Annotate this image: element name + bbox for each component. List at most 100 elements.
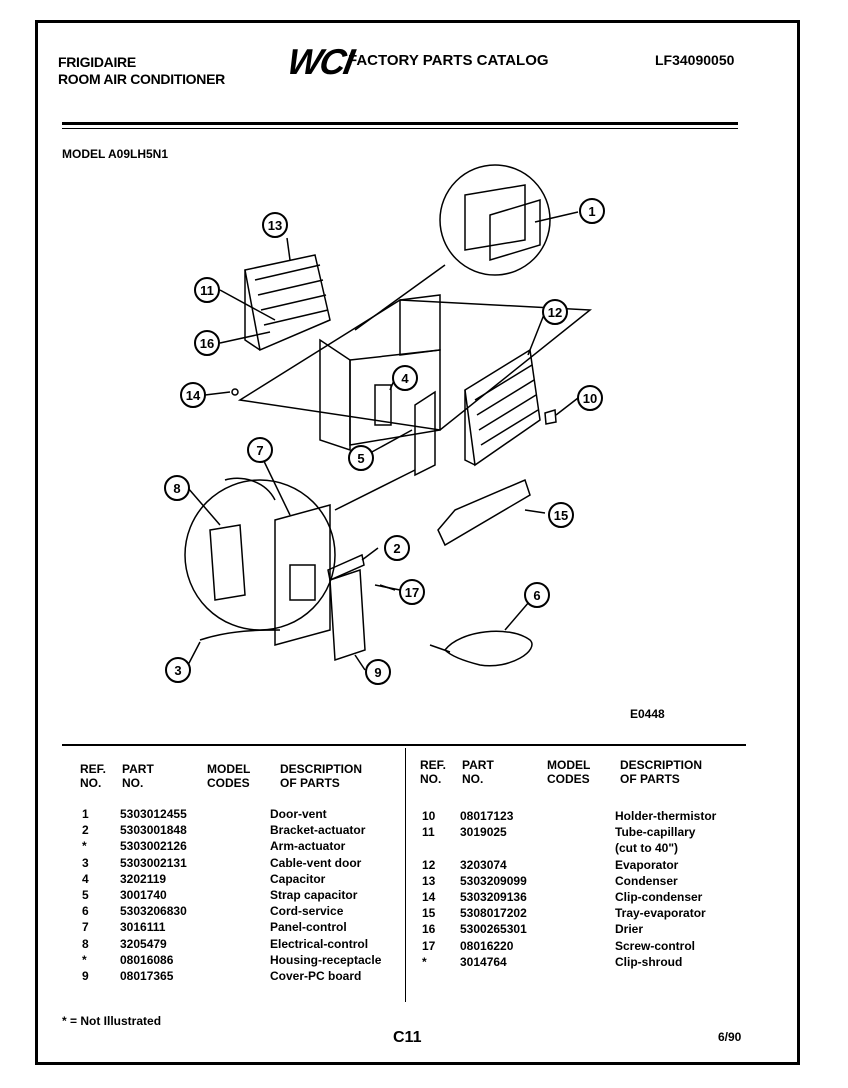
- brand-name: FRIGIDAIRE: [58, 54, 136, 70]
- callout-2: 2: [384, 535, 410, 561]
- header-rule-thick: [62, 122, 738, 125]
- condenser: [244, 254, 331, 352]
- header-ref-left: REF. NO.: [80, 762, 107, 790]
- electrical-control: [209, 524, 246, 601]
- header-part-right: PART NO.: [462, 758, 494, 786]
- cell-desc: Tube-capillary: [615, 825, 696, 840]
- cell-desc: Cover-PC board: [270, 969, 362, 983]
- page-number: C11: [393, 1029, 422, 1046]
- cell-part: 5303209099: [460, 873, 527, 888]
- chassis-rear: [399, 294, 441, 356]
- cell-desc: Capacitor: [270, 871, 326, 886]
- diagram-code: E0448: [630, 707, 665, 721]
- cell-ref: 14: [422, 890, 436, 904]
- header-model-left: MODEL CODES: [207, 762, 251, 790]
- cell-part: 5303002131: [120, 855, 187, 870]
- callout-12: 12: [542, 299, 568, 325]
- svg-text:3: 3: [174, 663, 181, 678]
- callout-4: 4: [392, 365, 418, 391]
- cell-ref: 6: [82, 904, 89, 919]
- cell-part: 08016220: [460, 938, 514, 953]
- evaporator-tray: [437, 478, 531, 547]
- cell-desc: Holder-thermistor: [615, 809, 717, 823]
- brand-block: FRIGIDAIRE ROOM AIR CONDITIONER: [58, 54, 225, 88]
- cell-ref: 1: [82, 807, 89, 821]
- header-rule-thin: [62, 128, 738, 129]
- callout-5: 5: [348, 445, 374, 471]
- cell-ref: 12: [422, 857, 436, 872]
- cell-part: 08017123: [460, 809, 514, 823]
- svg-text:9: 9: [374, 665, 381, 680]
- document-number: LF34090050: [655, 52, 735, 68]
- cell-part: 3001740: [120, 888, 167, 902]
- cell-part: 5303209136: [460, 890, 527, 904]
- table-divider: [405, 748, 406, 1002]
- control-panel-inset: [184, 479, 336, 631]
- cell-ref: 15: [422, 906, 436, 921]
- svg-text:12: 12: [548, 305, 562, 320]
- svg-text:1: 1: [588, 204, 595, 219]
- cell-part: 3205479: [120, 936, 167, 951]
- svg-text:16: 16: [200, 336, 214, 351]
- evaporator: [464, 348, 541, 467]
- footnote: * = Not Illustrated: [62, 1014, 162, 1028]
- cell-desc: Cord-service: [270, 904, 344, 919]
- cell-part: 5308017202: [460, 906, 527, 921]
- svg-text:4: 4: [401, 371, 409, 386]
- wci-logo: WCI: [284, 41, 356, 82]
- catalog-title: FACTORY PARTS CATALOG: [348, 52, 549, 69]
- cell-part: 3014764: [460, 954, 507, 969]
- cell-part: 3202119: [120, 871, 167, 886]
- header-desc-left: DESCRIPTION OF PARTS: [280, 762, 363, 790]
- cell-ref: 17: [422, 938, 436, 953]
- capacitor: [374, 384, 392, 426]
- cell-ref: 4: [82, 871, 89, 886]
- cell-desc: Strap capacitor: [270, 888, 358, 902]
- header-part-left: PART NO.: [122, 762, 154, 790]
- callout-markers: 1 2 3 4 5 6 7 8 9 10 11 12 13 14 15 16 1…: [164, 198, 605, 685]
- callout-17: 17: [399, 579, 425, 605]
- cell-part: 3019025: [460, 825, 507, 840]
- header-model-right: MODEL CODES: [547, 758, 591, 786]
- pc-board-cover: [329, 568, 366, 662]
- callout-10: 10: [577, 385, 603, 411]
- callout-9: 9: [365, 659, 391, 685]
- svg-text:13: 13: [268, 218, 282, 233]
- header-desc-right: DESCRIPTION OF PARTS: [620, 758, 703, 786]
- cell-ref: *: [82, 839, 87, 854]
- cell-desc: Drier: [615, 922, 644, 937]
- product-line: ROOM AIR CONDITIONER: [58, 71, 225, 87]
- cell-part: 5303001848: [120, 823, 187, 838]
- cell-desc: Tray-evaporator: [615, 906, 706, 921]
- page-frame: [35, 20, 800, 1065]
- revision-date: 6/90: [718, 1030, 742, 1044]
- cell-ref: 7: [82, 920, 89, 935]
- cell-desc: Clip-condenser: [615, 890, 703, 904]
- svg-text:7: 7: [256, 443, 263, 458]
- svg-text:17: 17: [405, 585, 419, 600]
- model-number: MODEL A09LH5N1: [62, 147, 169, 161]
- cell-ref: 2: [82, 823, 89, 838]
- cell-desc: Door-vent: [270, 807, 327, 821]
- cell-part: 3016111: [120, 920, 166, 935]
- cell-ref: 13: [422, 873, 436, 888]
- callout-14: 14: [180, 382, 206, 408]
- cell-desc: Evaporator: [615, 857, 679, 872]
- svg-text:2: 2: [393, 541, 400, 556]
- callout-1: 1: [579, 198, 605, 224]
- cell-desc: (cut to 40"): [615, 841, 679, 856]
- vent-door-inset: [439, 164, 551, 276]
- callout-16: 16: [194, 330, 220, 356]
- exploded-parts-diagram: 1 2 3 4 5 6 7 8 9 10 11 12 13 14 15 16 1…: [164, 164, 605, 685]
- parts-table: [62, 744, 746, 1006]
- svg-text:5: 5: [357, 451, 364, 466]
- cell-part: 5303206830: [120, 904, 187, 919]
- svg-text:11: 11: [200, 283, 214, 298]
- cell-part: 5300265301: [460, 922, 527, 937]
- callout-6: 6: [524, 582, 550, 608]
- cell-desc: Bracket-actuator: [270, 823, 366, 838]
- cell-ref: *: [82, 952, 87, 967]
- cell-desc: Housing-receptacle: [270, 952, 382, 967]
- svg-text:6: 6: [533, 588, 540, 603]
- callout-11: 11: [194, 277, 220, 303]
